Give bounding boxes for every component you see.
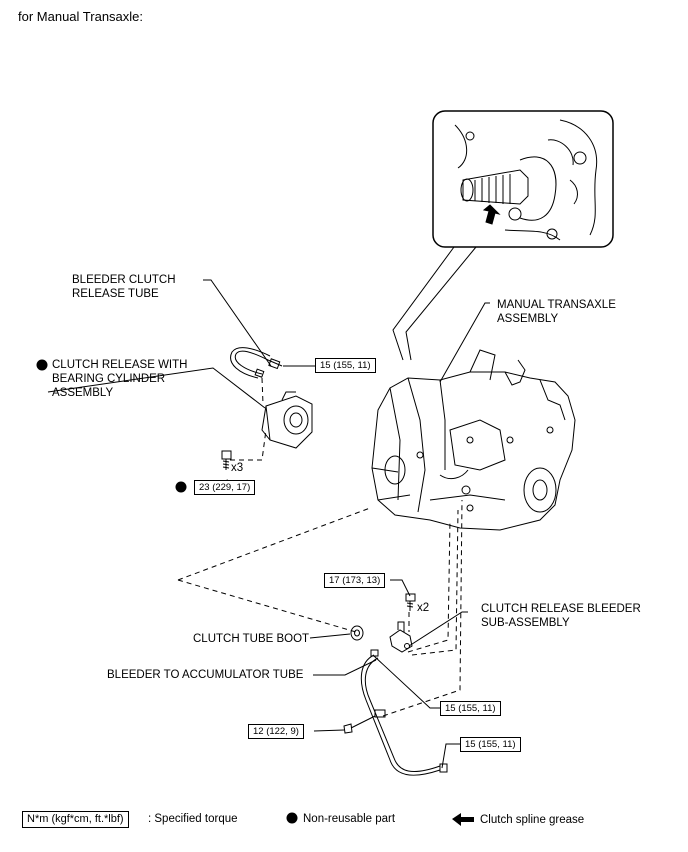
legend-grease-text: Clutch spline grease xyxy=(480,814,585,826)
clutch-release-cylinder-art xyxy=(261,391,313,449)
nonreusable-dot-bolt xyxy=(175,481,187,493)
qty-bleeder-bolt: x2 xyxy=(417,602,430,614)
label-manual-transaxle: MANUAL TRANSAXLE ASSEMBLY xyxy=(497,299,616,325)
bleeder-clutch-release-tube-art xyxy=(230,347,283,379)
label-clutch-tube-boot: CLUTCH TUBE BOOT xyxy=(193,633,310,645)
bleeder-bolt-art xyxy=(405,593,416,611)
torque-box-tube-nut-lower: 15 (155, 11) xyxy=(460,737,521,752)
cylinder-bolt-art xyxy=(221,450,232,470)
transaxle-body xyxy=(371,349,576,531)
legend-nonreusable-text: Non-reusable part xyxy=(303,813,396,825)
bleeder-to-accumulator-tube-art xyxy=(343,649,448,776)
detail-callout-box xyxy=(432,110,614,248)
legend-torque-text: : Specified torque xyxy=(148,813,238,825)
clutch-release-bleeder-art xyxy=(389,621,413,653)
label-bleeder-clutch-release-tube: BLEEDER CLUTCH RELEASE TUBE xyxy=(72,274,176,300)
page-heading: for Manual Transaxle: xyxy=(18,9,144,24)
legend-arrow-icon xyxy=(452,813,474,826)
label-clutch-release-cylinder: CLUTCH RELEASE WITH BEARING CYLINDER ASS… xyxy=(52,359,188,399)
torque-box-clamp-bolt: 12 (122, 9) xyxy=(248,724,304,739)
torque-box-tube-nut-mid: 15 (155, 11) xyxy=(440,701,501,716)
installation-dashes xyxy=(177,377,463,717)
label-bleeder-to-accumulator-tube: BLEEDER TO ACCUMULATOR TUBE xyxy=(107,669,304,681)
callout-pointer xyxy=(392,246,477,361)
nonreusable-dot-cylinder xyxy=(36,359,48,371)
torque-box-cylinder-bolt: 23 (229, 17) xyxy=(194,480,256,495)
label-clutch-release-bleeder: CLUTCH RELEASE BLEEDER SUB-ASSEMBLY xyxy=(481,603,641,629)
legend-torque-box: N*m (kgf*cm, ft.*lbf) xyxy=(22,811,129,828)
torque-box-bleeder-bolt: 17 (173, 13) xyxy=(324,573,386,588)
leader-lines xyxy=(47,279,490,769)
input-shaft-detail xyxy=(454,119,598,241)
legend-dot-icon xyxy=(286,812,298,824)
clutch-tube-boot-art xyxy=(350,625,364,641)
grease-arrow-detail xyxy=(482,204,501,225)
qty-cylinder-bolt: x3 xyxy=(231,462,244,474)
torque-box-tube-nut-upper: 15 (155, 11) xyxy=(315,358,376,373)
